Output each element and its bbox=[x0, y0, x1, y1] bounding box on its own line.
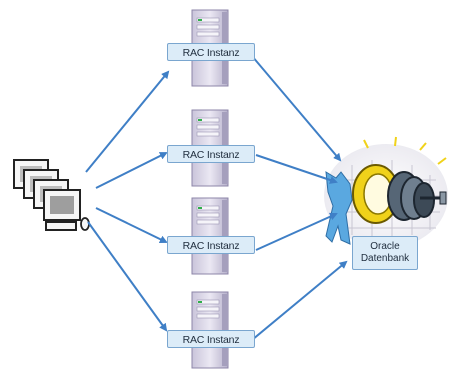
arrow bbox=[85, 70, 170, 173]
rac-instance-label: RAC Instanz bbox=[167, 43, 255, 61]
arrow bbox=[87, 221, 168, 332]
arrow bbox=[255, 154, 338, 184]
database-label-line1: Oracle bbox=[370, 241, 400, 252]
rac-instance-label: RAC Instanz bbox=[167, 145, 255, 163]
connection-arrows bbox=[85, 55, 348, 341]
arrow bbox=[95, 152, 168, 189]
client-computers-icon bbox=[13, 159, 90, 231]
rac-instance-label: RAC Instanz bbox=[167, 236, 255, 254]
arrow bbox=[251, 55, 342, 162]
database-label: Oracle Datenbank bbox=[352, 236, 418, 270]
database-label-line2: Datenbank bbox=[360, 253, 410, 264]
arrow bbox=[95, 207, 168, 243]
rac-instance-label: RAC Instanz bbox=[167, 330, 255, 348]
arrow bbox=[251, 260, 348, 341]
oracle-database-icon bbox=[324, 136, 448, 248]
arrow bbox=[255, 212, 338, 251]
